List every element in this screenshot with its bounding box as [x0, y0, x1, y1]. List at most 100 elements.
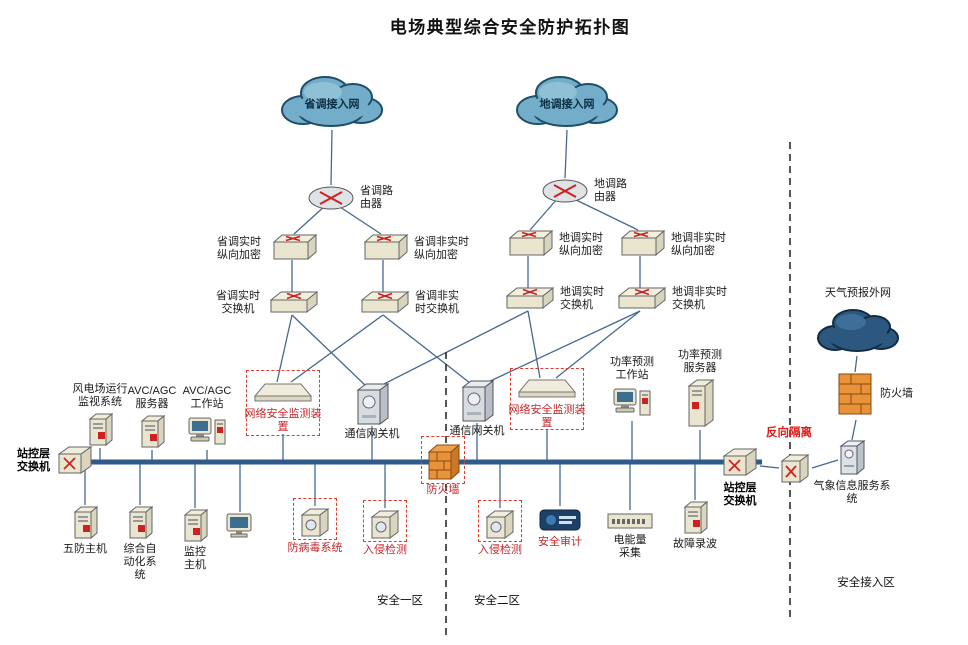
switch3d-icon: [501, 284, 555, 314]
wire: [854, 355, 858, 373]
encrypt-prov-realtime-label: 省调实时 纵向加密: [217, 236, 261, 261]
encryptor-icon: [614, 228, 666, 262]
tower-icon: [87, 412, 114, 448]
power-forecast-server: 功率预测 服务器: [678, 349, 722, 430]
switch-bus-icon: [55, 444, 95, 478]
firewall-external: 防火墙: [835, 370, 913, 418]
avc-agc-workstation-label: AVC/AGC 工作站: [182, 385, 232, 411]
audit-icon: [538, 506, 582, 534]
wire: [529, 197, 559, 231]
box-net-security-monitor-1: [246, 370, 320, 436]
monitor-host-label: 监控 主机: [184, 546, 206, 571]
encryptor-icon: [357, 232, 409, 266]
router-district: 地调路 由器: [541, 176, 627, 206]
cloud-dark-icon: [810, 303, 906, 357]
wire: [336, 204, 382, 235]
encrypt-prov-realtime: 省调实时 纵向加密: [217, 232, 318, 266]
zone-access-label: 安全接入区: [837, 577, 895, 589]
router-icon: [307, 183, 355, 213]
reverse-isolation-label: 反向隔离: [766, 427, 812, 439]
five-prevention-host-label: 五防主机: [63, 543, 107, 555]
wire: [382, 314, 471, 384]
weather-info-server-label: 气象信息服务系 统: [813, 480, 891, 505]
tower-icon: [682, 500, 709, 536]
integrated-automation-system: 综合自 动化系 统: [124, 505, 157, 581]
avc-agc-server-label: AVC/AGC 服务器: [127, 385, 177, 411]
wire: [379, 310, 529, 387]
wire: [759, 465, 780, 469]
switch-dist-realtime-label: 地调实时 交换机: [560, 286, 604, 311]
box-antivirus: [293, 498, 337, 540]
cloud-district-label: 地调接入网: [539, 98, 595, 111]
comm-gateway-2: 通信网关机: [450, 379, 505, 437]
antivirus-system-label: 防病毒系统: [287, 542, 343, 554]
encryptor-icon: [502, 228, 554, 262]
net-security-monitor-1-label: 网络安全监测装 置: [244, 408, 322, 433]
switch3d-icon: [356, 288, 410, 318]
switch-prov-realtime: 省调实时 交换机: [216, 288, 319, 318]
net-security-monitor-2-label: 网络安全监测装 置: [508, 404, 586, 429]
integrated-automation-system-label: 综合自 动化系 统: [123, 543, 157, 581]
box-firewall-main: [421, 436, 465, 484]
switch-prov-realtime-label: 省调实时 交换机: [216, 290, 260, 315]
zone-1-label: 安全一区: [377, 595, 423, 607]
station-switch-right: 站控层 交换机: [720, 446, 760, 507]
cloud-weather: 天气预报外网: [810, 287, 906, 357]
power-forecast-workstation-label: 功率预测 工作站: [610, 356, 654, 382]
encrypt-dist-nonrealtime-label: 地调非实时 纵向加密: [671, 232, 726, 257]
station-switch-left-label: 站控层 交换机: [17, 448, 50, 473]
tower-icon: [127, 505, 154, 541]
security-audit: 安全审计: [538, 506, 582, 548]
encrypt-dist-realtime-label: 地调实时 纵向加密: [559, 232, 603, 257]
router-provincial: 省调路 由器: [307, 183, 393, 213]
intrusion-detection-2: 入侵检测: [478, 508, 522, 556]
station-switch-right-label: 站控层 交换机: [723, 482, 757, 507]
small-box-icon: [298, 506, 332, 540]
encrypt-prov-nonrealtime: 省调非实时 纵向加密: [357, 232, 469, 266]
station-switch-left: 站控层 交换机: [17, 444, 95, 478]
encrypt-prov-nonrealtime-label: 省调非实时 纵向加密: [414, 236, 469, 261]
workstation-icon: [612, 385, 652, 421]
collector-icon: [606, 510, 654, 532]
wire: [291, 314, 367, 387]
wire: [851, 419, 857, 441]
encrypt-dist-realtime: 地调实时 纵向加密: [502, 228, 603, 262]
box-intrusion-detection-2: [478, 500, 522, 542]
router-icon: [541, 176, 589, 206]
switch-dist-realtime: 地调实时 交换机: [501, 284, 604, 314]
cloud-district: 地调接入网: [508, 70, 626, 132]
wire: [564, 129, 568, 179]
box-net-security-monitor-2: [510, 368, 584, 430]
switch3d-icon: [265, 288, 319, 318]
power-forecast-workstation: 功率预测 工作站: [610, 356, 654, 421]
tower-icon: [72, 505, 99, 541]
wind-farm-monitor-system-label: 风电场运行 监视系统: [72, 383, 128, 409]
server-grey-icon: [837, 438, 867, 478]
firewall-main-label: 防火墙: [426, 484, 460, 496]
tower-icon: [139, 414, 166, 450]
cloud-icon: [508, 70, 626, 132]
nsm-icon: [251, 380, 315, 406]
avc-agc-workstation: AVC/AGC 工作站: [183, 385, 231, 450]
tower-icon: [182, 508, 209, 544]
wire: [330, 129, 333, 186]
switch-dist-nonrealtime-label: 地调非实时 交换机: [672, 286, 727, 311]
monitor-host: 监控 主机: [182, 508, 209, 571]
small-box-icon: [483, 508, 517, 542]
intrusion-detection-2-label: 入侵检测: [478, 544, 522, 556]
cloud-icon: [273, 70, 391, 132]
switch-prov-nonrealtime: 省调非实 时交换机: [356, 288, 459, 318]
security-audit-label: 安全审计: [538, 536, 582, 548]
comm-gateway-1: 通信网关机: [345, 382, 400, 440]
wire: [811, 459, 839, 469]
switch-bus-icon: [720, 446, 760, 480]
box-intrusion-detection-1: [363, 500, 407, 542]
switch-dist-nonrealtime: 地调非实时 交换机: [613, 284, 727, 314]
power-forecast-server-label: 功率预测 服务器: [678, 349, 722, 375]
nsm-icon: [515, 376, 579, 402]
router-district-label: 地调路 由器: [594, 178, 627, 203]
iso-icon: [778, 452, 812, 486]
firewall-external-label: 防火墙: [880, 387, 913, 400]
